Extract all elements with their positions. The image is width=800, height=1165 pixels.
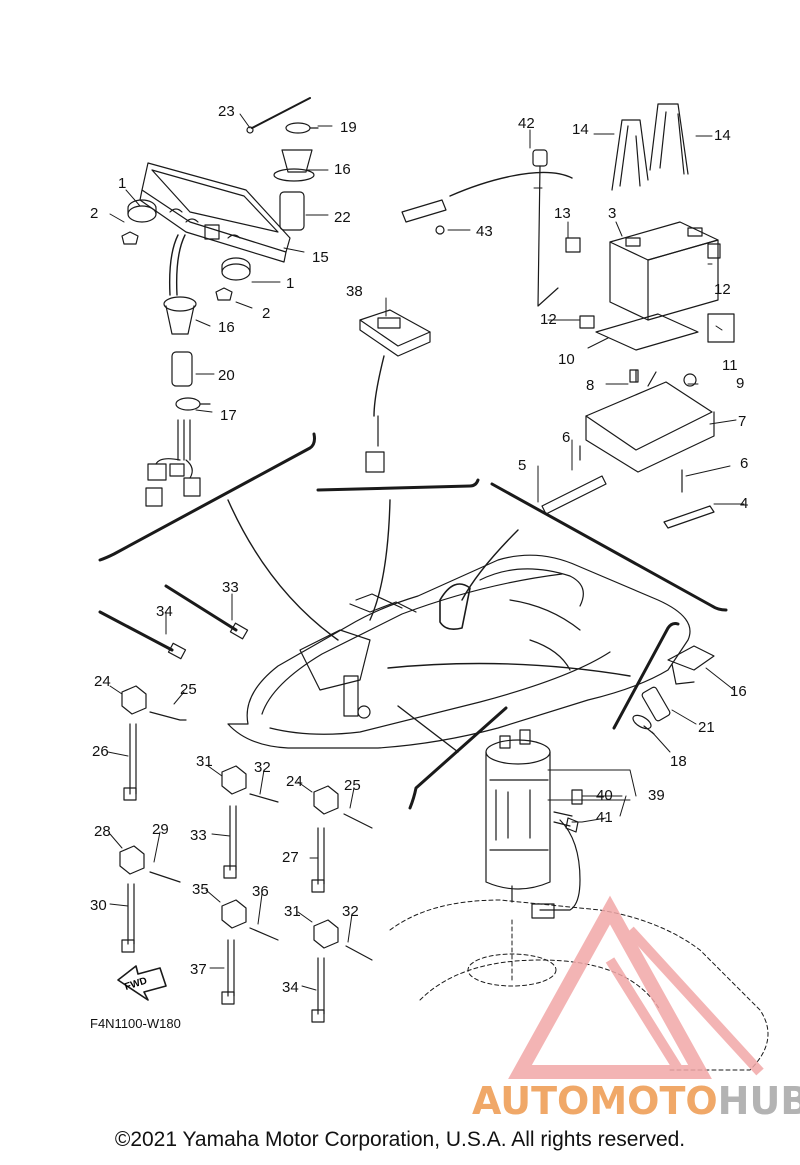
exploded-parts-diagram: 1 2 23 19 16 22 15 1 2 16 20 17 38 42 43… <box>90 97 800 1120</box>
callout-12-left: 12 <box>540 311 557 328</box>
callout-25-mid: 25 <box>344 777 361 794</box>
battery-drawing <box>565 221 735 351</box>
meter-grommets-drawing <box>121 199 251 301</box>
callout-33: 33 <box>222 579 239 596</box>
battery-bands-drawing <box>611 103 689 191</box>
callout-15: 15 <box>312 249 329 266</box>
battery-box-drawing <box>541 369 715 529</box>
copyright-notice: ©2021 Yamaha Motor Corporation, U.S.A. A… <box>114 1128 686 1151</box>
callout-32-lower: 32 <box>342 903 359 920</box>
callout-11: 11 <box>722 357 738 374</box>
callout-2: 2 <box>90 205 98 222</box>
switch-assembly-drawing <box>359 309 431 473</box>
callout-17: 17 <box>220 407 237 424</box>
callout-13: 13 <box>554 205 571 222</box>
diagram-code: F4N1100-W180 <box>90 1016 181 1031</box>
hose-grommet-drawing <box>632 645 715 735</box>
callout-6-right: 6 <box>740 455 748 472</box>
callout-12-right: 12 <box>714 281 731 298</box>
callout-9: 9 <box>736 375 744 392</box>
battery-cable-drawing <box>401 149 573 307</box>
callout-35: 35 <box>192 881 209 898</box>
callout-23: 23 <box>218 103 235 120</box>
fuel-pump-drawing <box>485 729 583 919</box>
callout-16-right: 16 <box>730 683 747 700</box>
callout-43: 43 <box>476 223 493 240</box>
callout-20: 20 <box>218 367 235 384</box>
callout-labels: 1 2 23 19 16 22 15 1 2 16 20 17 38 42 43… <box>90 103 748 1031</box>
callout-30: 30 <box>90 897 107 914</box>
callout-39: 39 <box>648 787 665 804</box>
callout-8: 8 <box>586 377 594 394</box>
callout-34-lower: 34 <box>282 979 299 996</box>
callout-41: 41 <box>596 809 613 826</box>
callout-14-left: 14 <box>572 121 589 138</box>
callout-40: 40 <box>596 787 613 804</box>
cable-ties-drawing <box>98 584 249 660</box>
callout-31-lower: 31 <box>284 903 301 920</box>
callout-29: 29 <box>152 821 169 838</box>
meter-unit-drawing <box>139 162 291 296</box>
callout-42: 42 <box>518 115 535 132</box>
watermark-logo <box>508 895 764 1079</box>
watermark: AUTOMOTOHUB <box>472 895 800 1120</box>
fwd-label: FWD <box>123 975 148 993</box>
watermark-text: AUTOMOTOHUB <box>472 1079 800 1120</box>
callout-1-lower: 1 <box>286 275 294 292</box>
callout-21: 21 <box>698 719 715 736</box>
callout-6-left: 6 <box>562 429 570 446</box>
callout-38: 38 <box>346 283 363 300</box>
callout-28: 28 <box>94 823 111 840</box>
callout-36: 36 <box>252 883 269 900</box>
callout-22: 22 <box>334 209 351 226</box>
callout-leaders-drawing <box>107 113 745 991</box>
callout-34: 34 <box>156 603 173 620</box>
callout-24-mid: 24 <box>286 773 303 790</box>
lower-grommet-drawing <box>145 296 211 507</box>
group-brackets-drawing <box>98 432 728 810</box>
callout-4: 4 <box>740 495 748 512</box>
callout-33-lower: 33 <box>190 827 207 844</box>
clips-and-bands-drawing <box>119 685 373 1023</box>
callout-26: 26 <box>92 743 109 760</box>
callout-2-lower: 2 <box>262 305 270 322</box>
callout-1: 1 <box>118 175 126 192</box>
callout-16-lower: 16 <box>218 319 235 336</box>
callout-16: 16 <box>334 161 351 178</box>
callout-25: 25 <box>180 681 197 698</box>
callout-27: 27 <box>282 849 299 866</box>
callout-5: 5 <box>518 457 526 474</box>
fuel-tank-drawing <box>389 899 769 1071</box>
tie-and-cap-drawing <box>246 97 319 231</box>
callout-19: 19 <box>340 119 357 136</box>
watercraft-drawing <box>227 554 691 749</box>
callout-10: 10 <box>558 351 575 368</box>
callout-3: 3 <box>608 205 616 222</box>
callout-24: 24 <box>94 673 111 690</box>
callout-31: 31 <box>196 753 213 770</box>
callout-14-right: 14 <box>714 127 731 144</box>
callout-32: 32 <box>254 759 271 776</box>
callout-18: 18 <box>670 753 687 770</box>
callout-7: 7 <box>738 413 746 430</box>
callout-37: 37 <box>190 961 207 978</box>
fwd-arrow-drawing <box>117 965 167 1001</box>
